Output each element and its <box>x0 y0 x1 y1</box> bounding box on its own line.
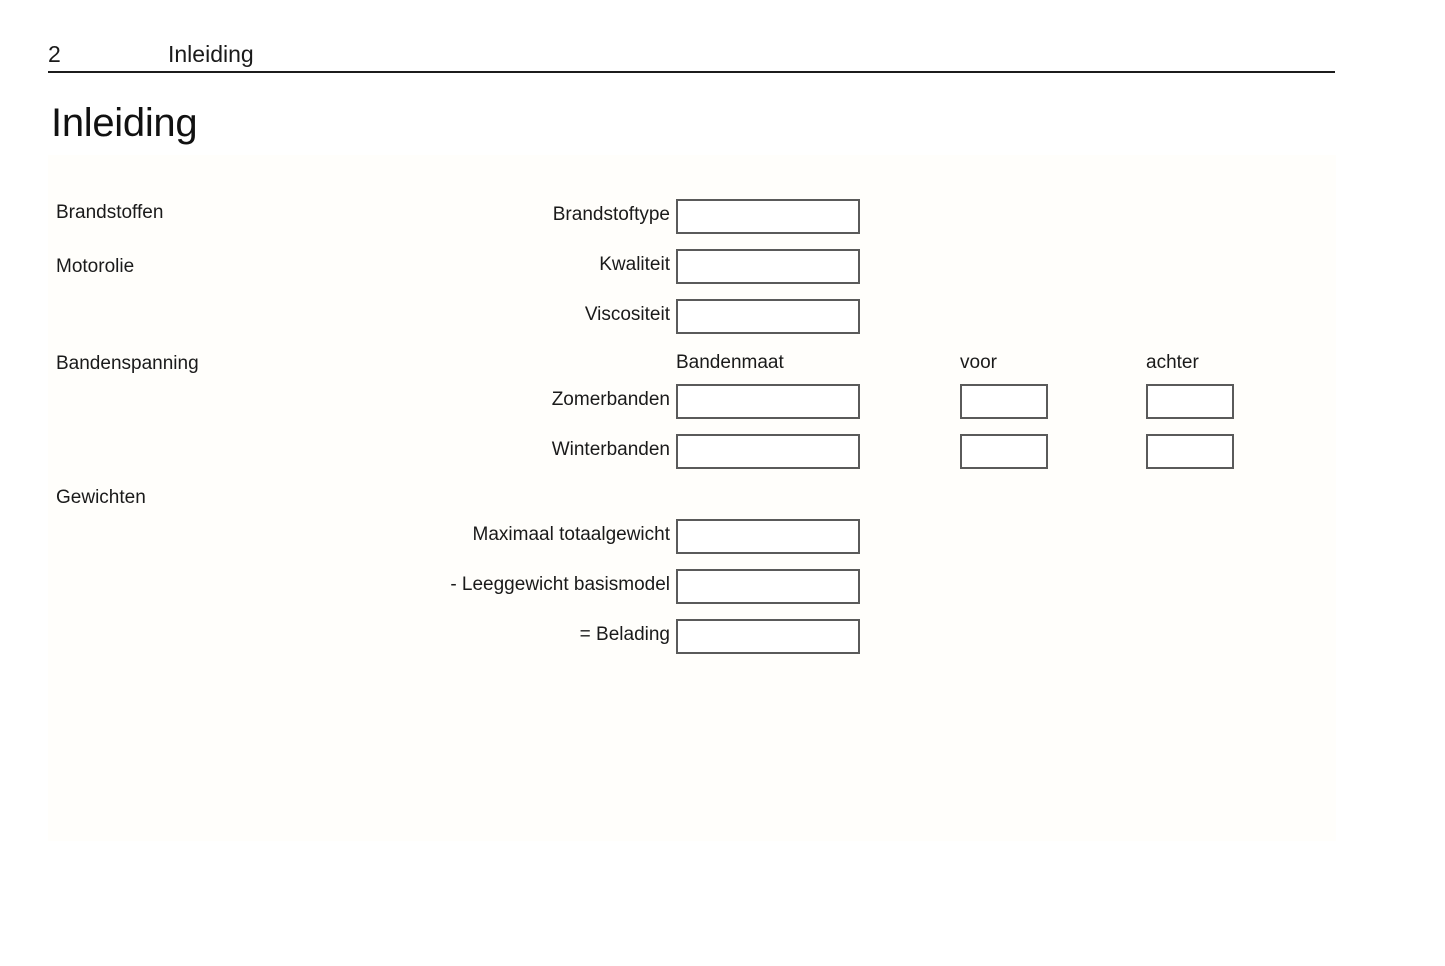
section-label-engine-oil: Motorolie <box>56 256 135 277</box>
column-header-front: voor <box>960 352 997 373</box>
field-label-max-total-weight: Maximaal totaalgewicht <box>472 524 670 545</box>
column-header-tyre-size: Bandenmaat <box>676 352 784 373</box>
field-input-payload[interactable] <box>676 619 860 654</box>
header-chapter-name: Inleiding <box>168 41 254 67</box>
field-input-winter-tyre-front[interactable] <box>960 434 1048 469</box>
field-input-summer-tyre-front[interactable] <box>960 384 1048 419</box>
section-label-fuels: Brandstoffen <box>56 202 164 223</box>
field-input-summer-tyre-size[interactable] <box>676 384 860 419</box>
field-input-summer-tyre-rear[interactable] <box>1146 384 1234 419</box>
field-label-payload: = Belading <box>579 624 670 645</box>
field-input-viscosity[interactable] <box>676 299 860 334</box>
page-number: 2 <box>48 41 61 67</box>
field-input-winter-tyre-rear[interactable] <box>1146 434 1234 469</box>
field-label-fuel-type: Brandstoftype <box>552 204 670 225</box>
field-input-max-total-weight[interactable] <box>676 519 860 554</box>
section-label-weights: Gewichten <box>56 487 146 508</box>
field-label-kerb-weight-base-model: - Leeggewicht basismodel <box>450 574 670 595</box>
field-input-quality[interactable] <box>676 249 860 284</box>
page-title: Inleiding <box>51 101 198 145</box>
field-label-quality: Kwaliteit <box>599 254 670 275</box>
header-divider <box>48 71 1335 73</box>
field-label-summer-tyres: Zomerbanden <box>551 389 670 410</box>
field-input-kerb-weight-base-model[interactable] <box>676 569 860 604</box>
column-header-rear: achter <box>1146 352 1199 373</box>
section-label-tyre-pressure: Bandenspanning <box>56 353 199 374</box>
field-input-fuel-type[interactable] <box>676 199 860 234</box>
running-header: 2 Inleiding <box>48 40 1335 74</box>
field-label-viscosity: Viscositeit <box>584 304 670 325</box>
field-input-winter-tyre-size[interactable] <box>676 434 860 469</box>
field-label-winter-tyres: Winterbanden <box>551 439 670 460</box>
